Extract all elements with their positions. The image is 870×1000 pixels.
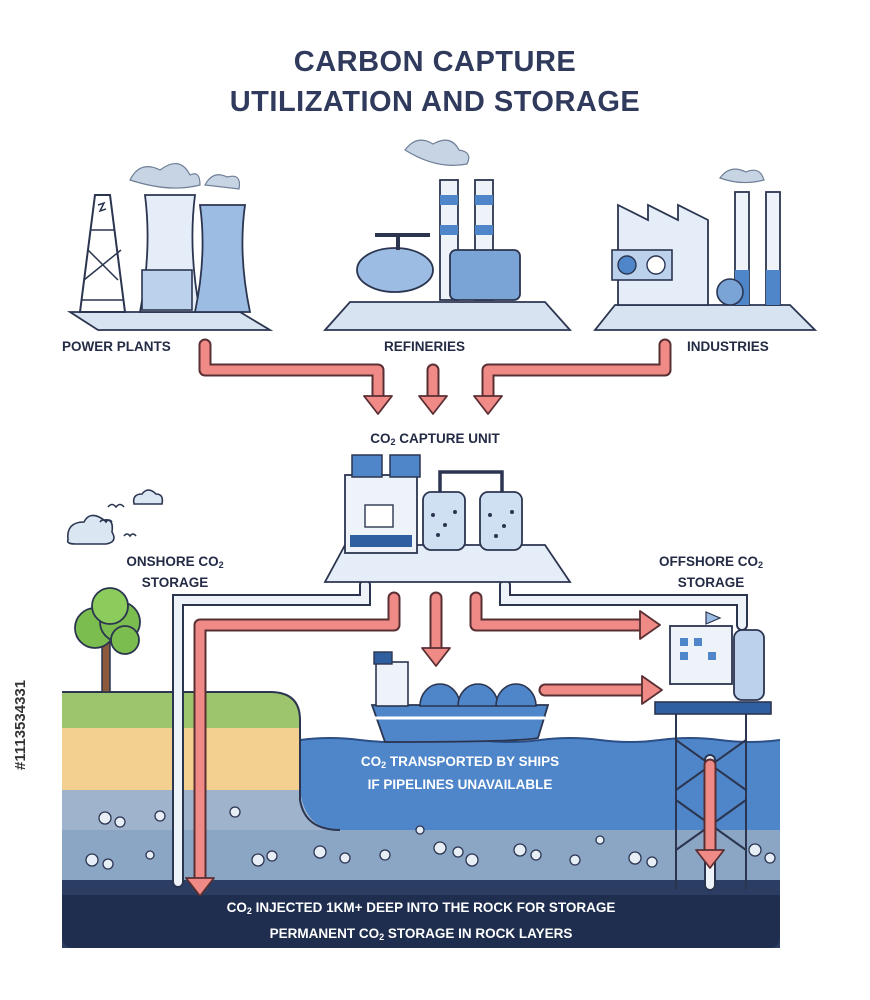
industry-illustration	[593, 168, 818, 331]
onshore-line2: STORAGE	[141, 575, 209, 590]
capture-unit-sub: 2	[390, 437, 396, 447]
power-plant-illustration	[66, 163, 274, 331]
label-capture-unit: CO2 CAPTURE UNIT	[0, 430, 870, 451]
offshore-sub: 2	[758, 560, 764, 570]
offshore-line1: OFFSHORE CO	[658, 554, 758, 569]
capture-unit-illustration	[323, 454, 572, 583]
injection-sub: 2	[246, 906, 252, 916]
ships-line1-prefix: CO	[360, 754, 382, 769]
capture-unit-suffix: CAPTURE UNIT	[395, 431, 500, 446]
label-industries: INDUSTRIES	[687, 339, 769, 354]
birds	[99, 503, 137, 538]
label-onshore-storage: ONSHORE CO2 STORAGE	[110, 553, 240, 592]
label-refineries: REFINERIES	[384, 339, 466, 354]
label-ship-transport: CO2 TRANSPORTED BY SHIPS IF PIPELINES UN…	[330, 752, 590, 795]
onshore-line1: ONSHORE CO	[126, 554, 219, 569]
label-injection: CO2 INJECTED 1KM+ DEEP INTO THE ROCK FOR…	[62, 898, 780, 921]
flow-arrows	[185, 338, 725, 897]
ships-line1-suffix: TRANSPORTED BY SHIPS	[386, 754, 560, 769]
permanent-prefix: PERMANENT CO	[269, 926, 380, 941]
permanent-suffix: STORAGE IN ROCK LAYERS	[384, 926, 573, 941]
refinery-illustration	[322, 139, 573, 331]
ships-sub: 2	[381, 760, 387, 770]
tree	[74, 587, 141, 693]
title-line-1: CARBON CAPTURE	[293, 46, 577, 78]
ships-line2: IF PIPELINES UNAVAILABLE	[367, 777, 553, 792]
capture-unit-prefix: CO	[370, 431, 391, 446]
stock-id-watermark: #1113534331	[12, 679, 29, 770]
label-permanent-storage: PERMANENT CO2 STORAGE IN ROCK LAYERS	[62, 924, 780, 947]
label-offshore-storage: OFFSHORE CO2 STORAGE	[644, 553, 778, 592]
ship-illustration	[370, 651, 550, 743]
injection-prefix: CO	[226, 900, 247, 915]
injection-suffix: INJECTED 1KM+ DEEP INTO THE ROCK FOR STO…	[251, 900, 616, 915]
offshore-line2: STORAGE	[677, 575, 745, 590]
onshore-sub: 2	[218, 560, 224, 570]
title-line-2: UTILIZATION AND STORAGE	[229, 86, 641, 118]
permanent-sub: 2	[379, 932, 385, 942]
clouds	[66, 489, 164, 545]
offshore-platform-illustration	[654, 611, 772, 890]
label-power-plants: POWER PLANTS	[62, 339, 171, 354]
